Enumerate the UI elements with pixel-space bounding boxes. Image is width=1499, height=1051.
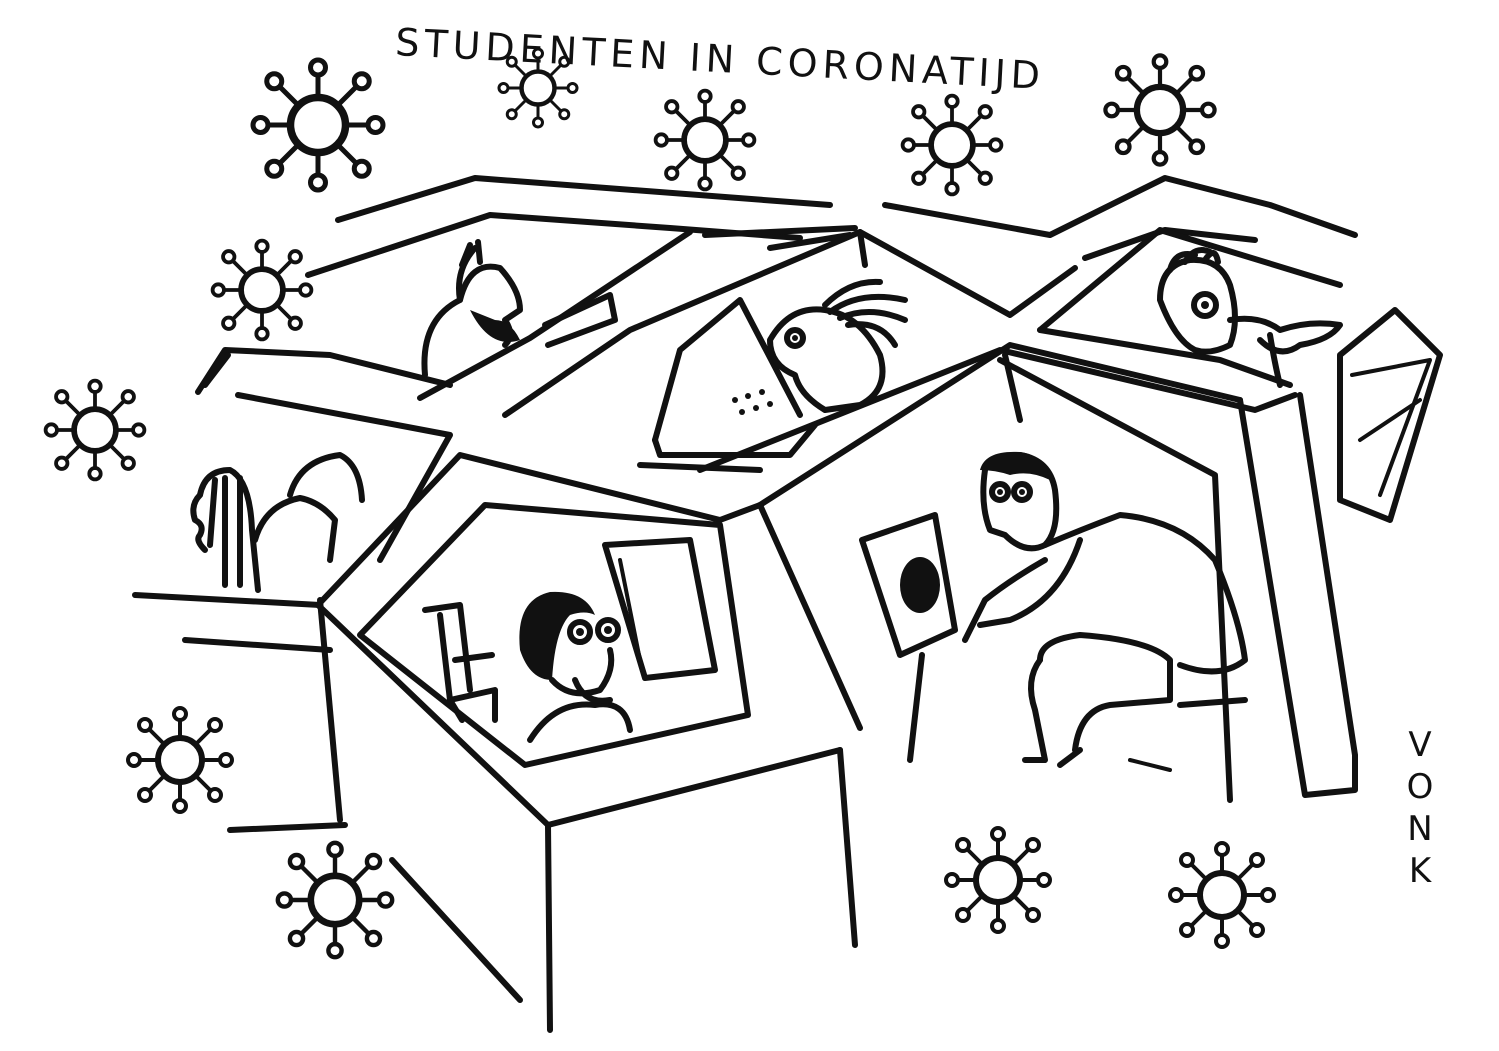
virus-icon (213, 241, 312, 340)
glasses-student (1157, 247, 1343, 388)
painter-student (859, 451, 1248, 772)
virus-icon (128, 708, 232, 812)
virus-icon (656, 91, 755, 190)
laptop-student (652, 278, 908, 458)
thinking-student (422, 537, 718, 743)
bearded-student (421, 239, 618, 378)
virus-icon (946, 828, 1050, 932)
artist-signature: VONK (1400, 725, 1440, 893)
virus-icon (499, 49, 577, 127)
virus-icon (1170, 843, 1274, 947)
virus-icon (278, 843, 392, 957)
long-hair-student (190, 452, 365, 593)
virus-icon (253, 60, 383, 190)
virus-icon (903, 96, 1002, 195)
cubicle-walls (132, 175, 1443, 1033)
virus-icon (46, 381, 145, 480)
virus-icon (1105, 55, 1214, 164)
